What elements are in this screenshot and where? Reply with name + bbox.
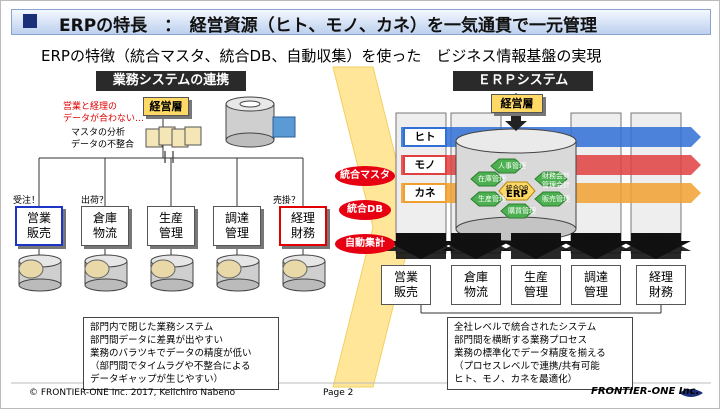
resource-mono: モノ (403, 155, 447, 175)
right-note-1: 全社レベルで統合されたシステム (454, 322, 597, 333)
left-heading: 業務システムの連携 (96, 71, 246, 91)
manager-arrow-down (505, 113, 527, 131)
left-note-2: 部門間データに差異が出やすい (90, 335, 224, 346)
resource-kane: カネ (403, 183, 447, 203)
left-note-3: 業務のバラツキでデータの精度が低い (90, 348, 252, 359)
left-dept-procurement: 調達 管理 (213, 206, 261, 246)
right-big-arrows (386, 233, 691, 259)
left-dept-production: 生産 管理 (147, 206, 195, 246)
right-note-5: ヒト、モノ、カネを最適化） (454, 374, 578, 385)
problem-text-1: 営業と経理の (63, 102, 118, 112)
transition-arrow (332, 66, 414, 388)
issue-text-2: データの不整合 (71, 140, 135, 150)
page-title: ERPの特長 ： 経営資源（ヒト、モノ、カネ）を一気通貫で一元管理 (59, 16, 597, 36)
right-heading: ＥＲＰシステム (453, 71, 593, 91)
right-dept-procurement: 調達 管理 (571, 265, 621, 305)
label-order: 受注！ (13, 196, 41, 206)
logo-swoosh (679, 389, 703, 397)
module-hr: 人事管理 (498, 162, 526, 170)
module-financial: 財務会計 (542, 172, 570, 180)
blue-cube (272, 116, 296, 138)
right-note-2: 部門間を横断する業務プロセス (454, 335, 588, 346)
right-dept-production: 生産 管理 (511, 265, 561, 305)
module-integrated-db: 統合DB (506, 184, 529, 192)
erp-core-label: ERP (506, 189, 528, 200)
right-manager-box: 経営層 (491, 94, 543, 113)
problem-text-2: データが合わない… (63, 114, 145, 124)
left-note-5: データギャップが生じやすい） (90, 374, 224, 385)
footer-copyright: © FRONTIER-ONE Inc. 2017, Keiichiro Nabe… (29, 388, 236, 398)
left-note-4: （部門間でタイムラグや不整合による (90, 361, 251, 372)
module-sales: 販売管理 (542, 195, 570, 203)
issue-text-1: マスタの分析 (71, 128, 126, 138)
page-subtitle: ERPの特徴（統合マスタ、統合DB、自動収集）を使った ビジネス情報基盤の実現 (41, 47, 602, 65)
label-receivable: 売掛？ (273, 196, 301, 206)
right-dept-sales: 営業 販売 (381, 265, 431, 305)
right-notes: 全社レベルで統合されたシステム 部門間を横断する業務プロセス 業務の標準化でデー… (447, 317, 633, 390)
left-dept-finance: 経理 財務 (279, 206, 327, 246)
left-manager-box: 経営層 (143, 97, 189, 116)
resource-hito: ヒト (403, 127, 447, 147)
left-notes: 部門内で閉じた業務システム 部門間データに差異が出やすい 業務のバラツキでデータ… (83, 317, 279, 390)
left-dept-logistics: 倉庫 物流 (81, 206, 129, 246)
company-logo: FRONTIER-ONE Inc. (591, 386, 700, 397)
left-top-db (225, 96, 275, 148)
left-dept-sales: 営業 販売 (15, 206, 63, 246)
document-stack (145, 126, 202, 148)
module-management: 管理会計 (542, 181, 570, 189)
title-square-icon (23, 14, 37, 28)
right-dept-logistics: 倉庫 物流 (451, 265, 501, 305)
module-purchasing: 購買管理 (508, 207, 536, 215)
feature-integrated-master: 統合マスタ (335, 166, 395, 186)
module-production: 生産管理 (478, 195, 506, 203)
footer-page: Page 2 (323, 388, 354, 398)
right-dept-finance: 経理 財務 (636, 265, 686, 305)
disc-row (18, 259, 308, 279)
right-bracket (420, 305, 662, 314)
module-inventory: 在庫管理 (478, 175, 506, 183)
small-arrows (164, 151, 174, 163)
label-ship: 出荷？ (81, 196, 109, 206)
right-note-3: 業務の標準化でデータ精度を揃える (454, 348, 606, 359)
feature-integrated-db: 統合DB (339, 200, 391, 220)
core-hex (498, 181, 536, 201)
feature-auto-aggregate: 自動集計 (335, 234, 395, 254)
right-note-4: （プロセスレベルで連携/共有可能 (454, 361, 600, 372)
left-note-1: 部門内で閉じた業務システム (90, 322, 214, 333)
title-bar (11, 9, 711, 35)
module-hexes (470, 158, 568, 219)
